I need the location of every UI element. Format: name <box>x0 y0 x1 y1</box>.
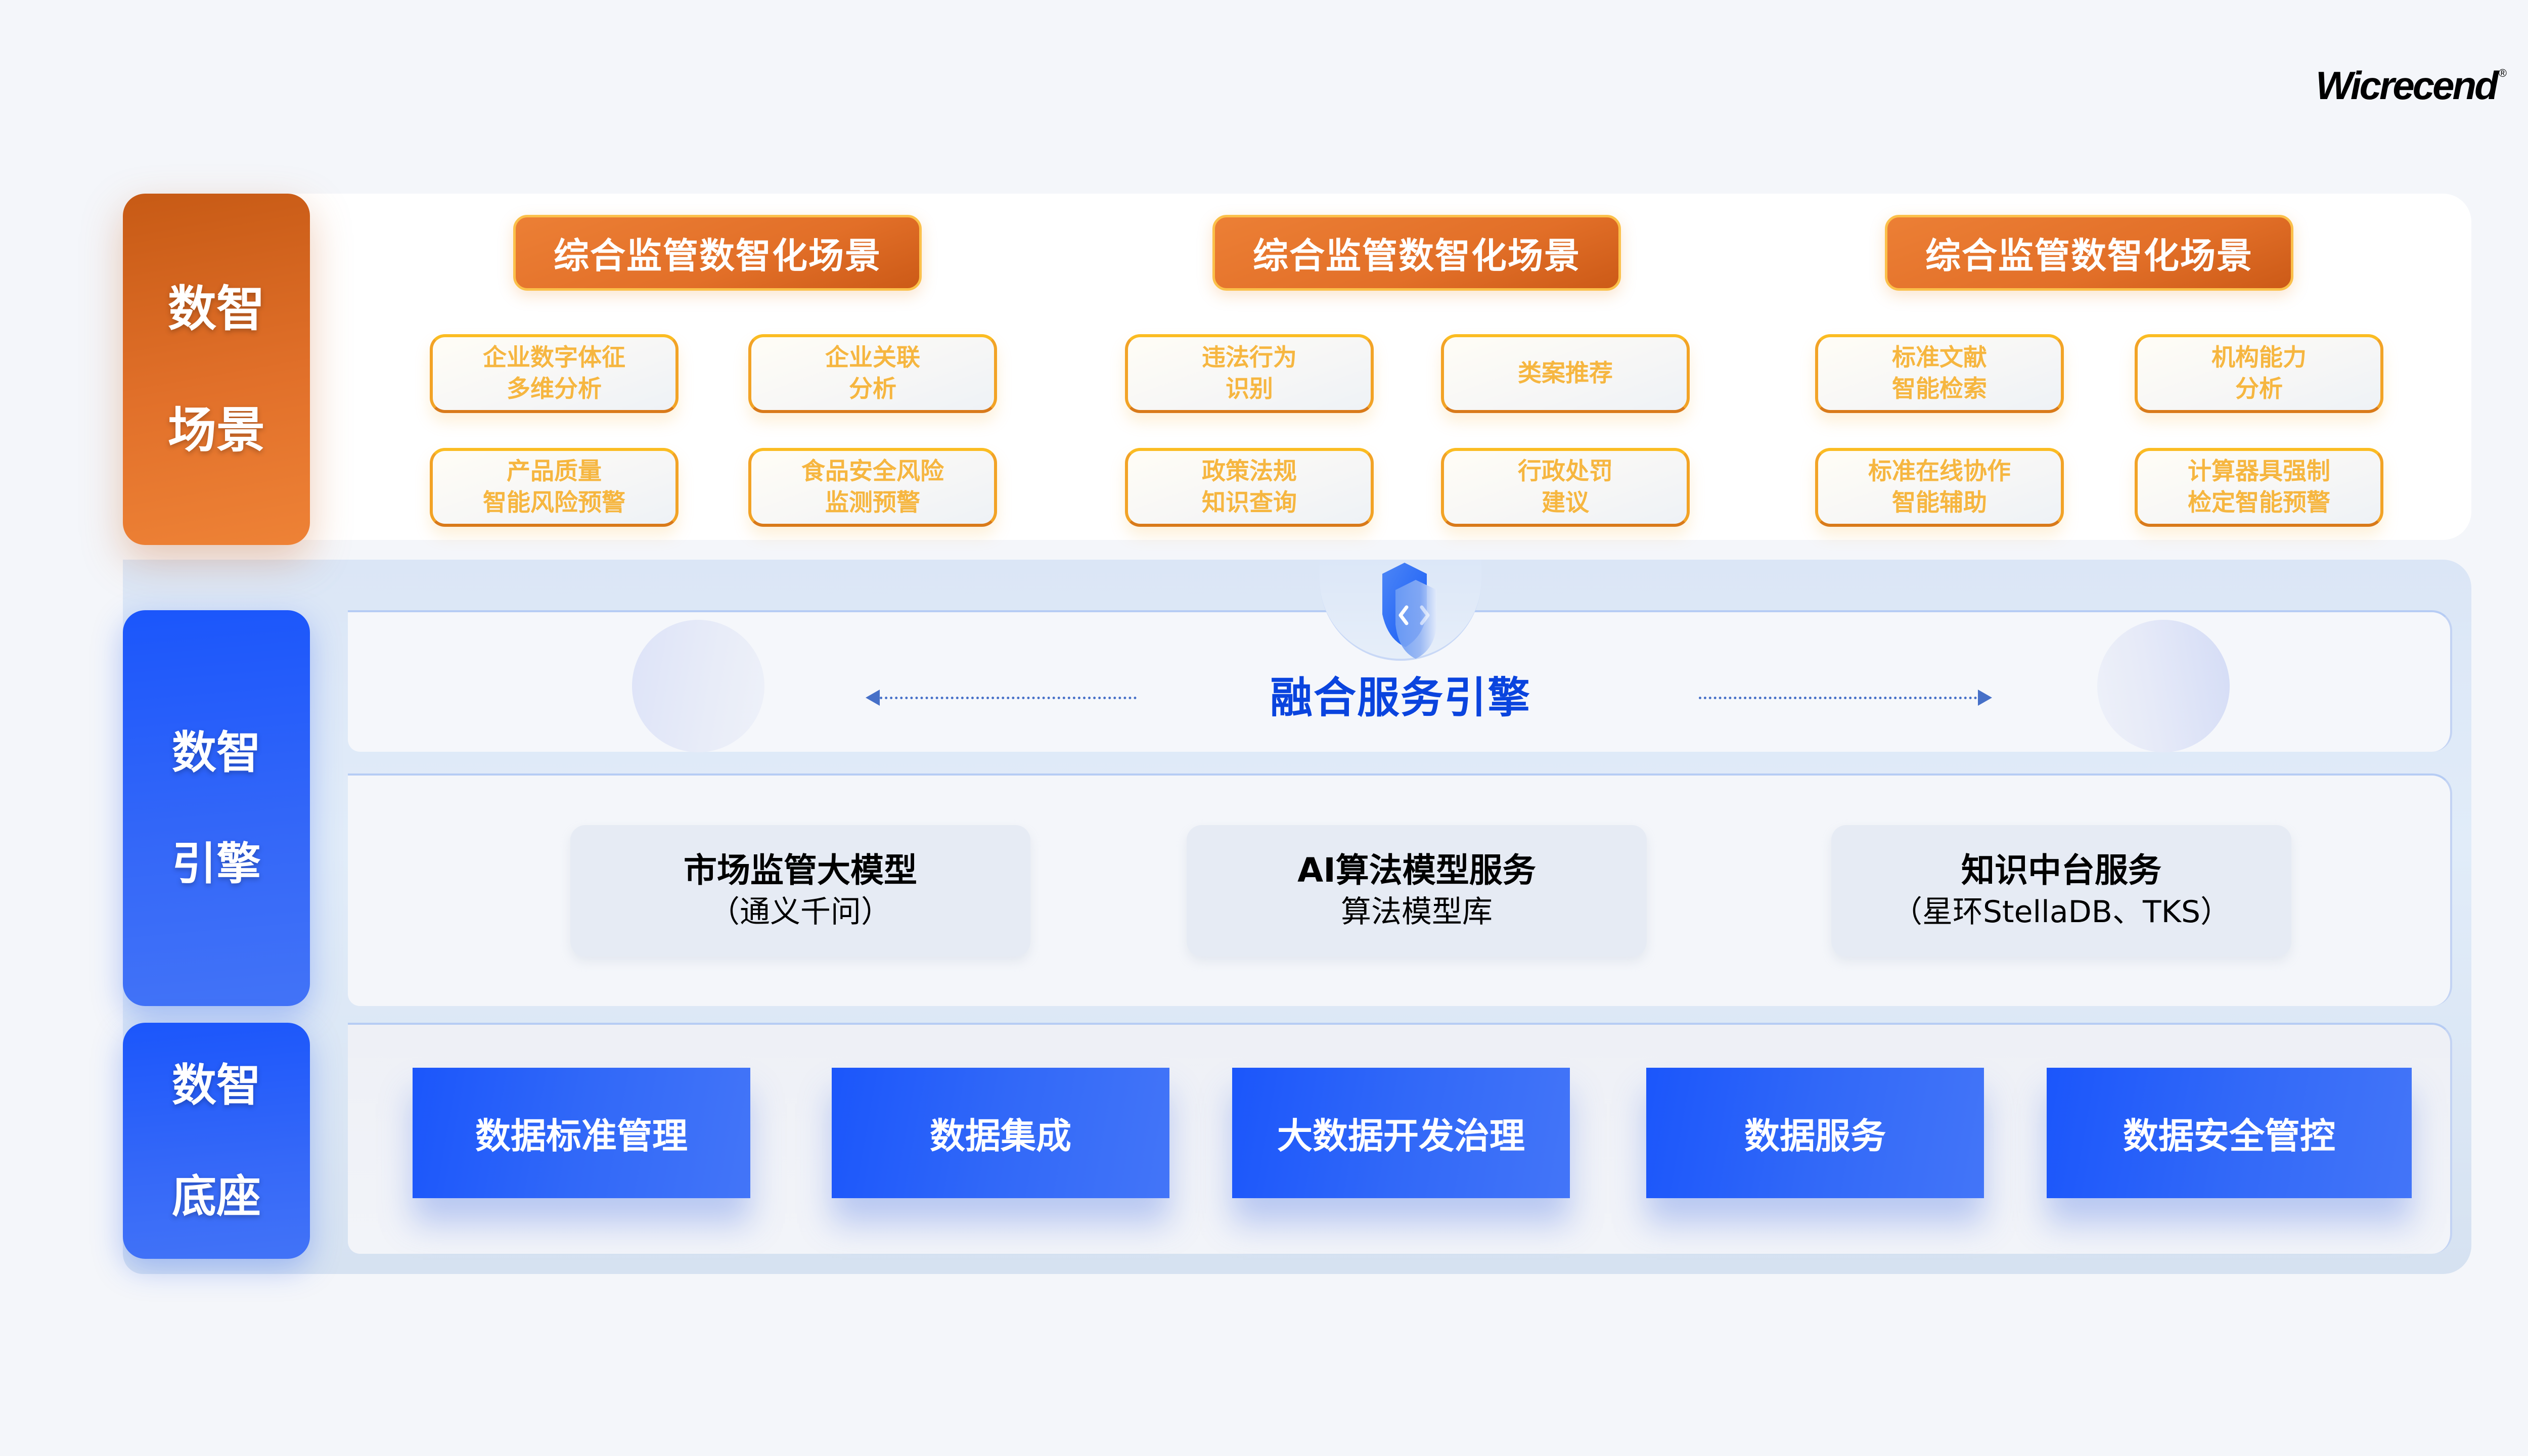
fusion-engine-title: 融合服务引擎 <box>1270 673 1531 722</box>
shield-code-icon <box>1382 563 1437 659</box>
scene-card: 政策法规 知识查询 <box>1125 448 1374 527</box>
dotted-arrow-left-line <box>870 697 1137 699</box>
model-card-title: AI算法模型服务 <box>1297 851 1536 890</box>
layer-label-line: 底座 <box>171 1170 261 1222</box>
base-tile-bigdata-governance: 大数据开发治理 <box>1232 1068 1570 1198</box>
brand-logo-text: Wicrecend <box>2316 63 2499 108</box>
model-card-ai-algorithm: AI算法模型服务 算法模型库 <box>1187 825 1647 957</box>
scene-card: 机构能力 分析 <box>2135 334 2383 413</box>
scene-card: 类案推荐 <box>1441 334 1690 413</box>
scene-card: 标准文献 智能检索 <box>1815 334 2064 413</box>
registered-mark: ® <box>2498 67 2507 79</box>
layer-label-base: 数智底座 <box>123 1023 310 1259</box>
scene-card: 产品质量 智能风险预警 <box>430 448 679 527</box>
model-card-title: 知识中台服务 <box>1961 851 2161 890</box>
base-tile-data-standard: 数据标准管理 <box>413 1068 750 1198</box>
scene-card: 标准在线协作 智能辅助 <box>1815 448 2064 527</box>
layer-label-engine: 数智引擎 <box>123 610 310 1006</box>
layer-label-line: 数智 <box>171 1059 261 1111</box>
base-tile-data-security: 数据安全管控 <box>2047 1068 2412 1198</box>
layer-label-line: 引擎 <box>171 837 261 890</box>
scene-card: 违法行为 识别 <box>1125 334 1374 413</box>
scene-card: 行政处罚 建议 <box>1441 448 1690 527</box>
scene-group-header: 综合监管数智化场景 <box>1212 215 1621 291</box>
scene-card: 企业关联 分析 <box>748 334 997 413</box>
model-card-subtitle: 算法模型库 <box>1341 894 1493 930</box>
base-tile-data-service: 数据服务 <box>1646 1068 1984 1198</box>
model-card-subtitle: （星环StellaDB、TKS） <box>1891 894 2231 930</box>
scene-group: 综合监管数智化场景 标准文献 智能检索 机构能力 分析 标准在线协作 智能辅助 … <box>283 194 2471 540</box>
scene-panel: 综合监管数智化场景 企业数字体征 多维分析 企业关联 分析 产品质量 智能风险预… <box>283 194 2471 540</box>
brand-logo: Wicrecend® <box>2316 48 2528 108</box>
scene-group: 综合监管数智化场景 违法行为 识别 类案推荐 政策法规 知识查询 行政处罚 建议 <box>283 194 2471 540</box>
model-card-knowledge-platform: 知识中台服务 （星环StellaDB、TKS） <box>1831 825 2291 957</box>
scene-card: 食品安全风险 监测预警 <box>748 448 997 527</box>
decorative-bubble <box>2097 620 2230 752</box>
dotted-arrow-right-line <box>1699 697 1982 699</box>
decorative-bubble <box>632 620 764 752</box>
layer-label-line: 数智 <box>168 280 265 337</box>
arrow-right-icon <box>1978 690 1992 706</box>
layer-label-scene: 数智场景 <box>123 194 310 545</box>
scene-group-header: 综合监管数智化场景 <box>1885 215 2293 291</box>
model-card-title: 市场监管大模型 <box>684 851 917 890</box>
layer-label-line: 场景 <box>168 401 265 459</box>
layer-label-line: 数智 <box>171 726 261 779</box>
model-card-subtitle: （通义千问） <box>709 894 891 930</box>
arrow-left-icon <box>866 690 880 706</box>
base-tile-data-integration: 数据集成 <box>832 1068 1169 1198</box>
scene-group: 综合监管数智化场景 企业数字体征 多维分析 企业关联 分析 产品质量 智能风险预… <box>283 194 997 540</box>
scene-card: 计算器具强制 检定智能预警 <box>2135 448 2383 527</box>
model-card-market-llm: 市场监管大模型 （通义千问） <box>570 825 1030 957</box>
scene-card: 企业数字体征 多维分析 <box>430 334 679 413</box>
scene-group-header: 综合监管数智化场景 <box>513 215 922 291</box>
